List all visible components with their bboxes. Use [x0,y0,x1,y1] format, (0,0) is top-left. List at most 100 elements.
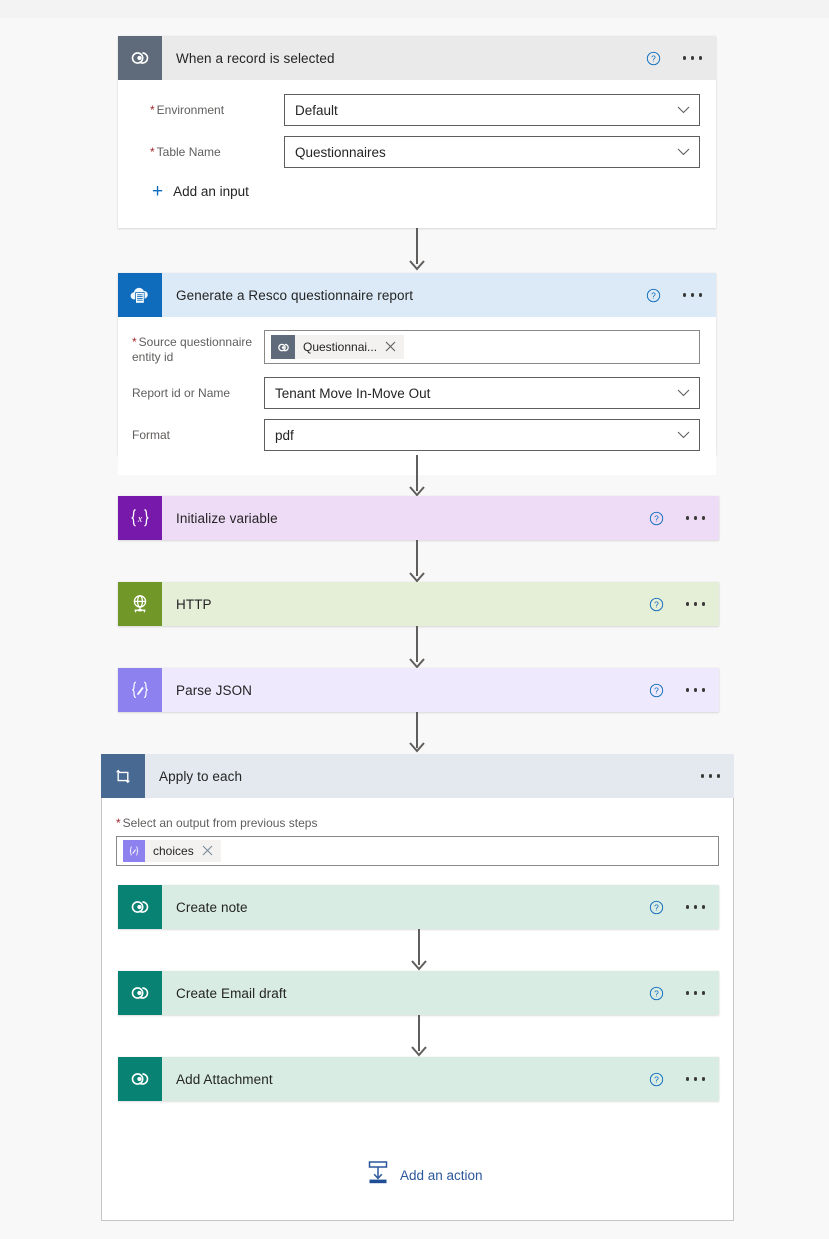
help-icon[interactable]: ? [646,51,661,66]
table-name-dropdown[interactable]: Questionnaires [284,136,700,168]
required-asterisk: * [116,816,121,830]
loop-select-output-section: *Select an output from previous steps ch… [102,798,733,866]
step-card-add-attachment[interactable]: Add Attachment ? [118,1057,719,1101]
connector-line [416,712,418,748]
step-card-initialize-variable[interactable]: x Initialize variable ? [118,496,719,540]
chevron-down-icon[interactable] [677,145,690,160]
help-icon[interactable]: ? [649,511,664,526]
step-header-actions: ? [649,668,710,712]
loop-header-actions [697,754,725,798]
cloud-document-icon [118,273,162,317]
required-asterisk: * [150,145,155,159]
svg-text:?: ? [654,988,659,998]
field-label: *Source questionnaire entity id [132,335,253,364]
globe-network-icon [118,582,162,626]
token-chip[interactable]: choices [123,840,221,862]
environment-dropdown[interactable]: Default [284,94,700,126]
step-header[interactable]: HTTP ? [118,582,719,626]
more-commands-icon[interactable] [679,287,707,303]
help-icon[interactable]: ? [649,1072,664,1087]
svg-text:?: ? [651,53,656,63]
field-label: Report id or Name [132,386,231,400]
step-header[interactable]: Create Email draft ? [118,971,719,1015]
step-card-http[interactable]: HTTP ? [118,582,719,626]
step-title: Initialize variable [176,510,278,526]
svg-text:x: x [137,514,143,525]
help-icon[interactable]: ? [646,288,661,303]
help-icon[interactable]: ? [649,986,664,1001]
left-rail [0,18,14,1239]
step-title: Create note [176,899,248,915]
step-card-trigger[interactable]: When a record is selected ? *Environment… [118,36,716,228]
dataverse-icon [118,885,162,929]
step-header[interactable]: x Initialize variable ? [118,496,719,540]
environment-value: Default [295,102,338,118]
token-chip[interactable]: Questionnai... [271,335,405,359]
loop-header[interactable]: Apply to each [101,754,734,798]
field-label: *Table Name [150,145,221,159]
connector-arrow [409,656,425,669]
more-commands-icon[interactable] [682,682,710,698]
more-commands-icon[interactable] [682,510,710,526]
chevron-down-icon[interactable] [677,103,690,118]
loop-title: Apply to each [159,768,243,784]
step-title: HTTP [176,596,212,612]
plus-icon: + [152,181,164,202]
step-header-actions: ? [646,36,707,80]
more-commands-icon[interactable] [682,596,710,612]
connector-arrow [409,740,425,753]
apply-to-each-scope[interactable]: Apply to each *Select an output from pre… [101,754,734,1221]
connector-line [416,540,418,576]
source-entity-token-field[interactable]: Questionnai... [264,330,700,364]
field-label: Format [132,428,171,442]
dataverse-icon [118,36,162,80]
step-header-actions: ? [649,885,710,929]
dataverse-icon [271,335,295,359]
svg-text:?: ? [654,599,659,609]
chevron-down-icon[interactable] [677,428,690,443]
remove-token-icon[interactable] [385,341,398,354]
field-table-name: *Table Name Questionnaires [150,136,700,168]
token-label: Questionnai... [303,340,378,354]
step-card-resco-report[interactable]: Generate a Resco questionnaire report ? … [118,273,716,475]
step-card-create-note[interactable]: Create note ? [118,885,719,929]
format-dropdown[interactable]: pdf [264,419,700,451]
report-id-dropdown[interactable]: Tenant Move In-Move Out [264,377,700,409]
table-name-value: Questionnaires [295,144,386,160]
add-an-action-label: Add an action [400,1168,483,1183]
help-icon[interactable]: ? [649,900,664,915]
step-header[interactable]: Create note ? [118,885,719,929]
format-value: pdf [275,427,294,443]
help-icon[interactable]: ? [649,683,664,698]
step-header-actions: ? [649,1057,710,1101]
more-commands-icon[interactable] [682,899,710,915]
more-commands-icon[interactable] [697,768,725,784]
more-commands-icon[interactable] [682,985,710,1001]
connector-line [418,1015,420,1051]
insert-action-icon [366,1160,390,1191]
more-commands-icon[interactable] [679,50,707,66]
connector-line [416,228,418,264]
step-header[interactable]: Add Attachment ? [118,1057,719,1101]
more-commands-icon[interactable] [682,1071,710,1087]
step-title: Generate a Resco questionnaire report [176,287,414,303]
step-header[interactable]: Parse JSON ? [118,668,719,712]
add-an-action-button[interactable]: Add an action [366,1160,483,1191]
step-header[interactable]: When a record is selected ? [118,36,716,80]
select-output-token-field[interactable]: choices [116,836,719,866]
top-band [0,0,829,18]
help-icon[interactable]: ? [649,597,664,612]
step-card-parse-json[interactable]: Parse JSON ? [118,668,719,712]
connector-arrow [409,484,425,497]
step-header[interactable]: Generate a Resco questionnaire report ? [118,273,716,317]
token-label: choices [153,844,194,858]
variable-braces-x-icon: x [118,496,162,540]
field-environment: *Environment Default [150,94,700,126]
remove-token-icon[interactable] [202,845,215,858]
chevron-down-icon[interactable] [677,386,690,401]
add-an-input-button[interactable]: + Add an input [152,182,700,201]
connector-arrow [409,570,425,583]
step-card-create-email-draft[interactable]: Create Email draft ? [118,971,719,1015]
select-output-label: *Select an output from previous steps [116,816,318,830]
step-title: Parse JSON [176,682,253,698]
